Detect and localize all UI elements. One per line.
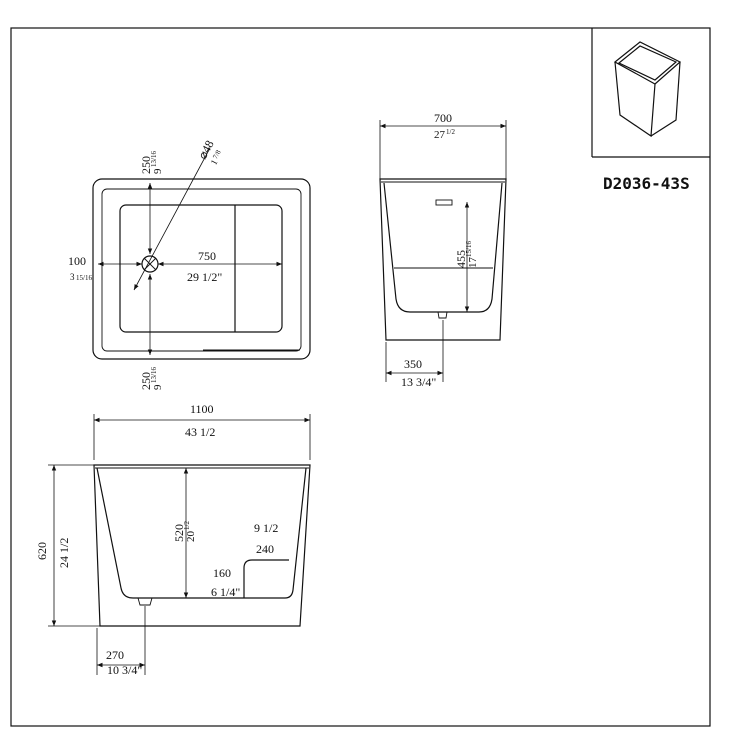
dimension-label-side-view-drain-offset-mm: 350 [404, 357, 422, 371]
dimension-label-front-view-height-mm: 620 [35, 542, 49, 560]
tub-3d-icon [613, 41, 682, 138]
model-code: D2036-43S [603, 174, 690, 193]
front-view: 1100 43 1/2 620 24 1/2 520 20 1/2 9 1/2 … [35, 402, 311, 677]
top-view: 250 9 13/16 250 9 13/16 100 3 15/16 750 … [68, 138, 311, 390]
dimension-label-top-view-offset-top-mm: 250 [139, 156, 153, 174]
dimension-label-top-view-offset-top-in-whole: 9 [152, 168, 164, 174]
dimension-label-front-view-inner-depth-mm: 520 [172, 524, 186, 542]
dimension-label-top-view-inner-length-in: 29 1/2" [187, 270, 222, 284]
dimension-label-side-view-width-in-whole: 27 [434, 129, 446, 141]
dimension-label-front-view-length-mm: 1100 [190, 402, 214, 416]
side-view: 700 27 1/2 455 17 15/16 350 13 3/4" [379, 111, 507, 389]
dimension-label-side-view-width-in-frac: 1/2 [446, 128, 455, 136]
dimension-label-front-view-inner-depth-in-frac: 1/2 [183, 521, 191, 530]
dimension-label-front-view-height-in: 24 1/2 [57, 538, 71, 568]
dimension-label-front-view-length-in: 43 1/2 [185, 425, 215, 439]
drain-icon [141, 255, 159, 273]
dimension-label-top-view-offset-bottom-mm: 250 [139, 372, 153, 390]
top-view-basin [119, 204, 283, 333]
thumbnail-panel [591, 28, 710, 158]
dimension-label-side-view-depth-in-whole: 17 [467, 257, 479, 269]
dimension-label-side-view-depth-in-frac: 15/16 [465, 241, 473, 257]
dimension-label-top-view-offset-bottom-in-frac: 13/16 [150, 367, 158, 383]
dimension-label-top-view-offset-bottom-in-whole: 9 [152, 384, 164, 390]
dimension-label-top-view-drain-in-whole: 1 [209, 158, 220, 167]
dimension-label-front-view-drain-offset-mm: 270 [106, 648, 124, 662]
top-view-outer-rim [92, 178, 311, 360]
dimension-label-front-view-inner-depth-in-whole: 20 [185, 531, 197, 543]
dimension-label-top-view-inner-length-mm: 750 [198, 249, 216, 263]
drawing-border [10, 27, 711, 727]
dimension-label-front-view-seat-depth-in: 9 1/2 [254, 521, 278, 535]
dimension-label-top-view-offset-left-mm: 100 [68, 254, 86, 268]
dimension-label-top-view-drain-in-frac: 7/8 [211, 148, 222, 160]
dimension-label-front-view-seat-height-in: 6 1/4" [211, 585, 240, 599]
dimension-label-side-view-drain-offset-in: 13 3/4" [401, 375, 436, 389]
dimension-label-front-view-seat-height-mm: 160 [213, 566, 231, 580]
dimension-label-front-view-drain-offset-in: 10 3/4" [107, 663, 142, 677]
dimension-label-top-view-offset-top-in-frac: 13/16 [150, 151, 158, 167]
dimension-label-front-view-seat-depth-mm: 240 [256, 542, 274, 556]
dimension-label-top-view-offset-left-in-whole: 3 [70, 272, 75, 282]
dimension-label-side-view-width-mm: 700 [434, 111, 452, 125]
dimension-label-side-view-depth-mm: 455 [454, 250, 468, 268]
side-view-shell [379, 178, 507, 341]
front-view-shell [93, 464, 311, 627]
dimension-label-top-view-offset-left-in-frac: 15/16 [76, 274, 92, 282]
overflow-slot [435, 199, 453, 206]
